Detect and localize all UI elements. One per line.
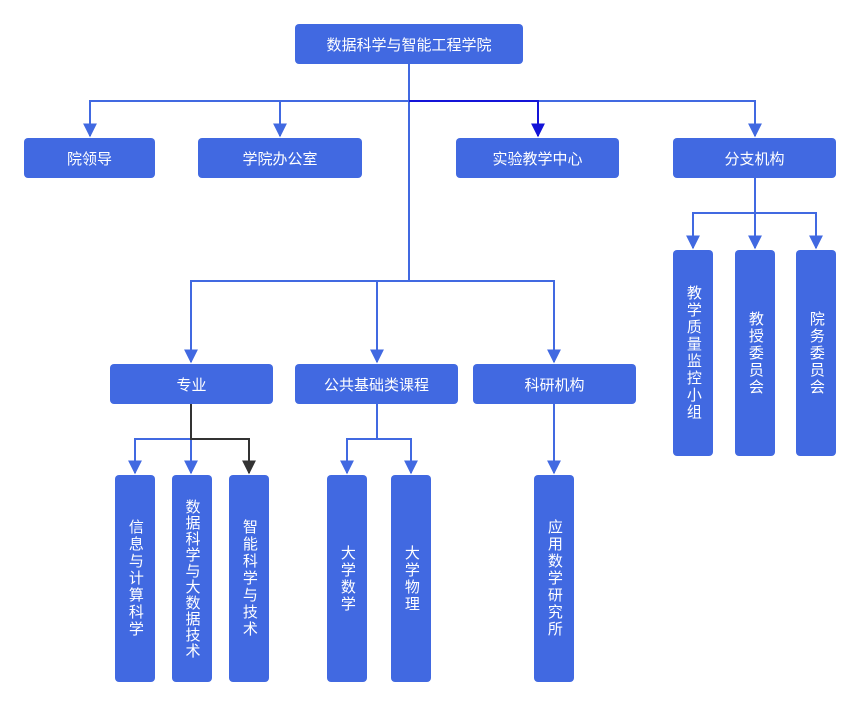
- link-root-lab: [409, 100, 545, 138]
- node-lab-center[interactable]: 实验教学中心: [456, 138, 619, 178]
- link-root-leaders: [83, 64, 410, 138]
- link-course-physics: [377, 438, 418, 475]
- link-course-math: [340, 404, 378, 475]
- node-intelligent-science[interactable]: 智能科学与技术: [229, 475, 269, 682]
- node-office[interactable]: 学院办公室: [198, 138, 362, 178]
- node-data-science[interactable]: 数据科学与大数据技术: [172, 475, 212, 682]
- link-root-research: [409, 280, 561, 364]
- node-college-physics[interactable]: 大学物理: [391, 475, 431, 682]
- link-major-info: [128, 404, 192, 475]
- node-college-math[interactable]: 大学数学: [327, 475, 367, 682]
- link-root-major: [184, 280, 409, 364]
- node-leaders[interactable]: 院领导: [24, 138, 155, 178]
- link-root-branch: [409, 100, 762, 138]
- node-branch[interactable]: 分支机构: [673, 138, 836, 178]
- node-major[interactable]: 专业: [110, 364, 273, 404]
- node-public-courses[interactable]: 公共基础类课程: [295, 364, 458, 404]
- node-applied-math-institute[interactable]: 应用数学研究所: [534, 475, 574, 682]
- node-professors-committee[interactable]: 教授委员会: [735, 250, 775, 456]
- link-root-office: [273, 100, 409, 138]
- node-quality-group[interactable]: 教学质量监控小组: [673, 250, 713, 456]
- node-info-computing[interactable]: 信息与计算科学: [115, 475, 155, 682]
- link-branch-affairs: [755, 212, 823, 250]
- root-node[interactable]: 数据科学与智能工程学院: [295, 24, 523, 64]
- link-major-intelligent: [190, 404, 256, 475]
- node-research[interactable]: 科研机构: [473, 364, 636, 404]
- node-affairs-committee[interactable]: 院务委员会: [796, 250, 836, 456]
- link-branch-quality: [686, 178, 756, 250]
